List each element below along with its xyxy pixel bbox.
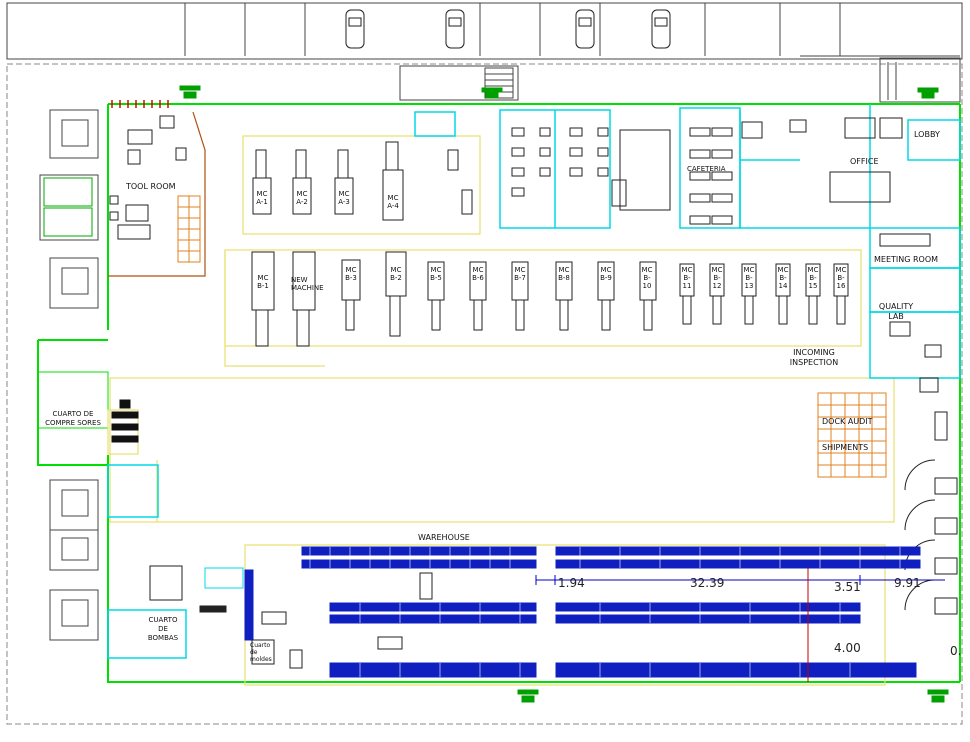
cuarto-compresores-label: CUARTO DE COMPRE SORES	[45, 410, 101, 427]
parked-cars	[345, 9, 671, 49]
row-b-machine-shapes	[251, 251, 849, 347]
tool-room-label: TOOL ROOM	[126, 182, 176, 191]
compressor-room	[37, 371, 109, 429]
cafeteria-label: CAFETERIA	[687, 165, 726, 173]
office-furniture	[741, 117, 948, 441]
dimension-3-51: 3.51	[834, 580, 861, 594]
warehouse-racks	[244, 546, 921, 678]
tool-room-walls	[108, 111, 206, 277]
entrance-stairs	[399, 57, 961, 103]
site-boundary	[6, 63, 963, 725]
machine-b3-label: MC B-3	[345, 266, 357, 282]
machine-a3-label: MC A-3	[338, 190, 350, 206]
red-door-ticks	[111, 100, 169, 108]
incoming-inspection-label: INCOMING INSPECTION	[789, 348, 839, 367]
cafeteria-tables	[619, 127, 733, 225]
dimension-1-94: 1.94	[558, 576, 585, 590]
machine-b9-label: MC B-9	[600, 266, 612, 282]
dimension-9-91: 9.91	[894, 576, 921, 590]
lobby-label: LOBBY	[914, 130, 940, 139]
row-a-machine-shapes	[252, 141, 473, 221]
dock-audit-grid	[817, 392, 887, 478]
machine-a1-label: MC A-1	[256, 190, 268, 206]
machine-b8-label: MC B-8	[558, 266, 570, 282]
dimension-edge: 0.	[950, 644, 962, 658]
shipments-label: SHIPMENTS	[822, 443, 869, 452]
machine-b2-label: MC B-2	[390, 266, 402, 282]
machine-b10-label: MC B-10	[641, 266, 653, 290]
forklifts	[149, 565, 433, 669]
machine-a4-label: MC A-4	[387, 194, 399, 210]
warehouse-label: WAREHOUSE	[418, 533, 470, 542]
meeting-room-label: MEETING ROOM	[874, 255, 939, 264]
building-walls	[37, 103, 961, 683]
office-label: OFFICE	[850, 157, 879, 166]
machine-b5-label: MC B-5	[430, 266, 442, 282]
rack-hatch	[309, 547, 901, 677]
cuarto-moldes-label: Cuarto de moldes	[250, 642, 272, 663]
office-partitions	[107, 104, 961, 659]
dimension-32-39: 32.39	[690, 576, 725, 590]
compressor-stairs	[111, 399, 139, 443]
quality-lab-label: QUALITY LAB	[878, 302, 914, 321]
machine-b6-label: MC B-6	[472, 266, 484, 282]
machine-b11-label: MC B-11	[681, 266, 693, 290]
door-markers	[179, 85, 949, 703]
cuarto-bombas-label: CUARTO DE BOMBAS	[147, 616, 179, 642]
machine-b16-label: MC B-16	[835, 266, 847, 290]
dimension-4-00: 4.00	[834, 641, 861, 655]
dock-audit-label: DOCK AUDIT	[822, 417, 873, 426]
restroom-fixtures	[511, 127, 627, 207]
tool-room-grid	[177, 195, 201, 263]
machine-b7-label: MC B-7	[514, 266, 526, 282]
machine-b1-label: MC B-1	[257, 274, 269, 290]
machine-b13-label: MC B-13	[743, 266, 755, 290]
new-machine-label: NEW MACHINE	[291, 276, 324, 292]
tool-room-equipment	[109, 115, 187, 240]
parking-area	[6, 2, 963, 60]
machine-a2-label: MC A-2	[296, 190, 308, 206]
machine-b15-label: MC B-15	[807, 266, 819, 290]
machine-b12-label: MC B-12	[711, 266, 723, 290]
dimension-lines	[535, 575, 945, 585]
machine-b14-label: MC B-14	[777, 266, 789, 290]
left-utility-units	[39, 109, 99, 641]
dock-doors	[904, 459, 958, 615]
